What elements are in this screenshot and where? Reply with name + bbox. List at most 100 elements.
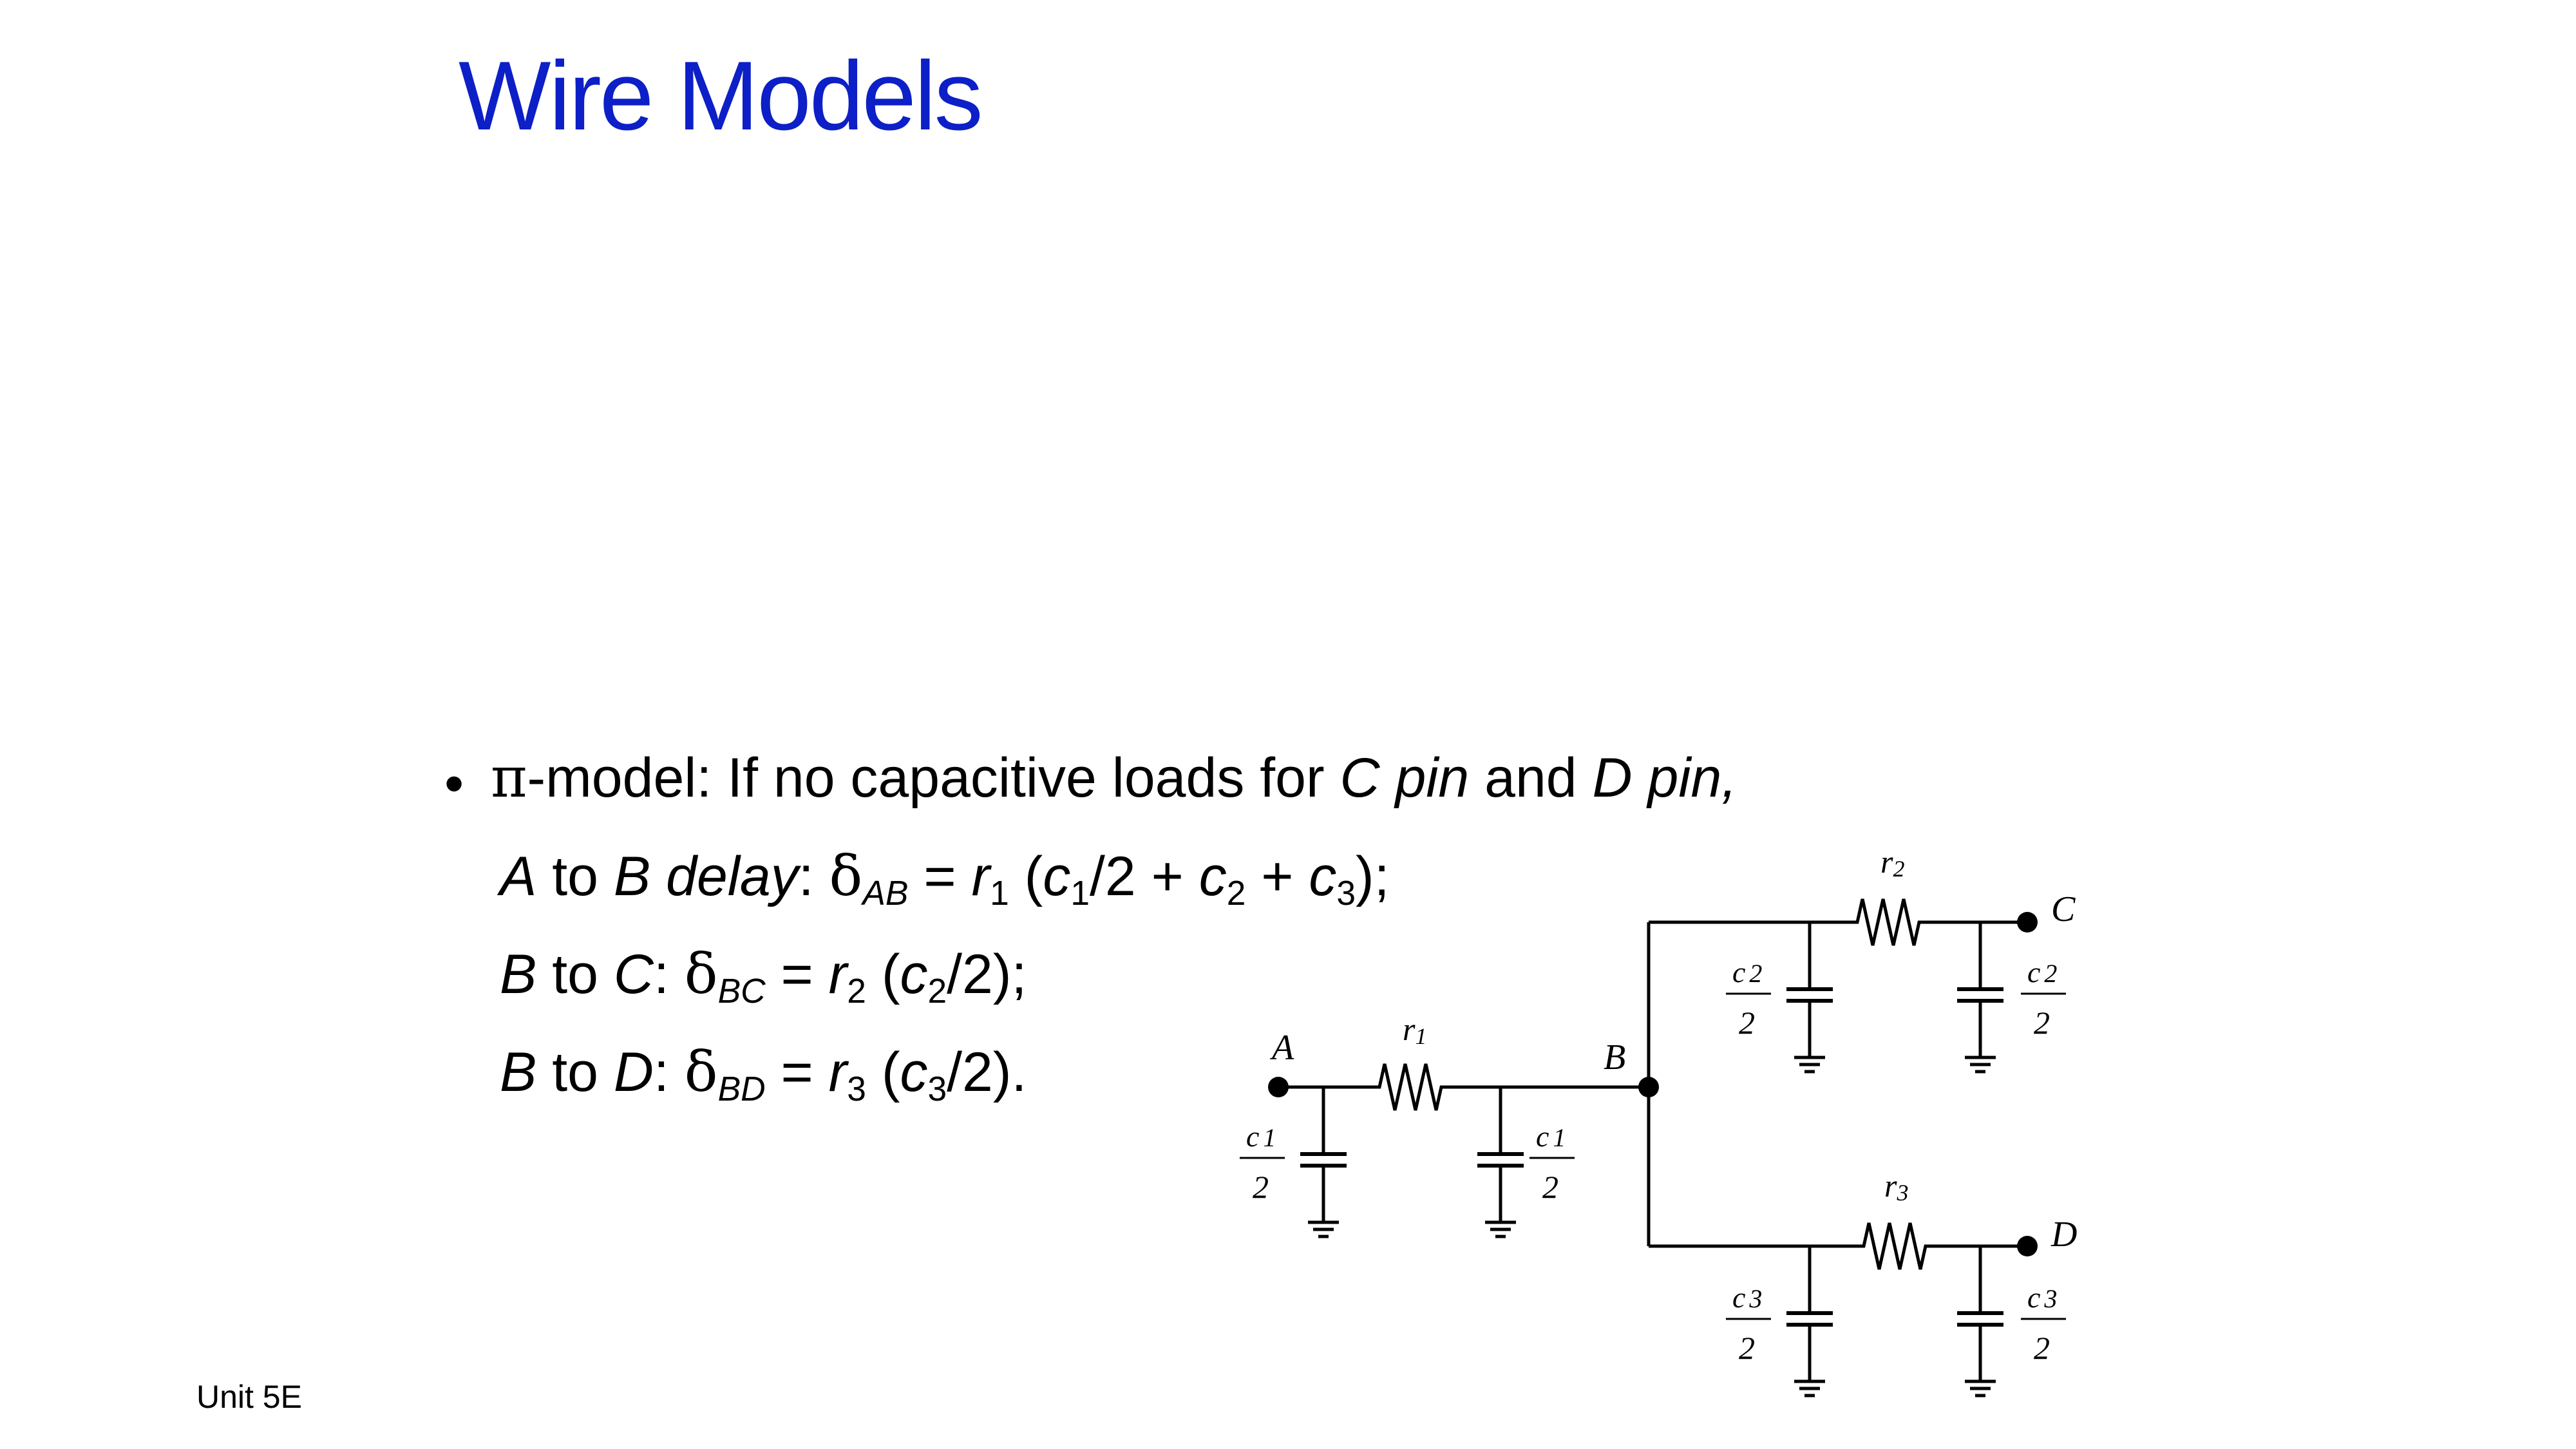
- node-d-label: D: [2050, 1215, 2077, 1255]
- svg-text:2: 2: [2034, 1005, 2050, 1041]
- c-var: c: [900, 943, 928, 1005]
- c-subscript: 2: [927, 972, 947, 1010]
- plus: +: [1245, 846, 1309, 907]
- equation-bd: B to D: δBD = r3 (c3/2).: [500, 1045, 1027, 1106]
- node-a-dot: [1268, 1077, 1289, 1097]
- slide-title: Wire Models: [459, 41, 983, 151]
- r-subscript: 1: [990, 874, 1009, 913]
- equals: =: [765, 1041, 829, 1103]
- svg-text:c2: c2: [2027, 956, 2057, 989]
- svg-text:c3: c3: [1732, 1281, 1762, 1314]
- paren-open: (: [866, 1041, 900, 1103]
- svg-text:c3: c3: [2027, 1281, 2057, 1314]
- r-subscript: 3: [847, 1070, 866, 1108]
- resistor-r1: [1370, 1064, 1450, 1110]
- node-d-text: D: [613, 1041, 654, 1103]
- resistor-r2: [1848, 899, 1928, 945]
- r-subscript: 2: [847, 972, 866, 1010]
- r1-label: r1: [1403, 1011, 1426, 1049]
- delta-symbol: δ: [829, 844, 863, 909]
- r-var: r: [828, 943, 848, 1005]
- svg-text:2: 2: [1253, 1169, 1269, 1205]
- node-c-text: C: [613, 943, 654, 1005]
- svg-text:c2: c2: [1732, 956, 1762, 989]
- to-text: to: [536, 1041, 614, 1103]
- colon: :: [654, 1041, 685, 1103]
- c2-subscript: 2: [1226, 874, 1246, 913]
- to-text: to: [536, 846, 614, 907]
- capacitor-c3-left: [1786, 1246, 1833, 1396]
- r2-label: r2: [1880, 844, 1904, 882]
- svg-text:c1: c1: [1536, 1120, 1566, 1153]
- colon: :: [654, 943, 685, 1005]
- delta-symbol: δ: [684, 942, 718, 1007]
- svg-text:2: 2: [1739, 1005, 1755, 1041]
- node-b-text: B: [500, 1041, 537, 1103]
- node-b-label: B: [1604, 1037, 1625, 1077]
- capacitor-c2-left: [1786, 922, 1833, 1072]
- capacitor-c2-right: [1957, 922, 2003, 1072]
- colon: :: [798, 846, 829, 907]
- delta-subscript: BD: [717, 1070, 766, 1108]
- paren-open: (: [1009, 846, 1043, 907]
- d-pin-label: D pin: [1592, 747, 1722, 809]
- b-delay-text: B delay: [613, 846, 799, 907]
- term-text: /2 +: [1089, 846, 1199, 907]
- r-var: r: [828, 1041, 848, 1103]
- svg-text:2: 2: [1739, 1330, 1755, 1366]
- slide-footer: Unit 5E: [196, 1379, 302, 1415]
- node-a-label: A: [1269, 1028, 1294, 1068]
- paren-close: /2).: [947, 1041, 1027, 1103]
- delta-symbol: δ: [684, 1040, 718, 1104]
- c1-var: c: [1043, 846, 1071, 907]
- node-d-dot: [2017, 1236, 2038, 1256]
- c-subscript: 3: [927, 1070, 947, 1108]
- bullet-line-pi-model: π-model: If no capacitive loads for C pi…: [491, 750, 1737, 806]
- line1-text1: -model: If no capacitive loads for: [527, 747, 1340, 809]
- delta-subscript: AB: [862, 874, 909, 913]
- svg-text:2: 2: [2034, 1330, 2050, 1366]
- svg-text:2: 2: [1542, 1169, 1558, 1205]
- wire-b-c: [1649, 899, 2027, 945]
- c2-var: c: [1198, 846, 1227, 907]
- c-pin-label: C pin: [1340, 747, 1470, 809]
- resistor-r3: [1855, 1223, 1935, 1269]
- equation-bc: B to C: δBC = r2 (c2/2);: [500, 947, 1027, 1009]
- pi-symbol: π: [491, 746, 527, 810]
- c-var: c: [900, 1041, 928, 1103]
- equation-ab: A to B delay: δAB = r1 (c1/2 + c2 + c3);: [500, 846, 1390, 911]
- bullet-marker: •: [444, 753, 464, 815]
- node-b-text: B: [500, 943, 537, 1005]
- paren-open: (: [866, 943, 900, 1005]
- c3-var: c: [1309, 846, 1337, 907]
- line1-text3: ,: [1721, 747, 1738, 809]
- paren-close: /2);: [947, 943, 1027, 1005]
- delta-subscript: BC: [717, 972, 766, 1010]
- equals: =: [765, 943, 829, 1005]
- r-var: r: [971, 846, 990, 907]
- r3-label: r3: [1884, 1168, 1908, 1206]
- node-c-dot: [2017, 912, 2038, 933]
- wire-b-d: [1649, 1223, 2027, 1269]
- capacitor-c1-left: [1300, 1087, 1347, 1236]
- node-a-text: A: [500, 846, 537, 907]
- capacitor-c3-right: [1957, 1246, 2003, 1396]
- equals: =: [908, 846, 972, 907]
- paren-close: );: [1356, 846, 1390, 907]
- c1-subscript: 1: [1070, 874, 1090, 913]
- to-text: to: [536, 943, 614, 1005]
- svg-text:c1: c1: [1246, 1120, 1276, 1153]
- line1-text2: and: [1469, 747, 1593, 809]
- capacitor-c1-right: [1477, 1087, 1524, 1236]
- c3-subscript: 3: [1336, 874, 1356, 913]
- wire-a-b: [1278, 1064, 1649, 1110]
- node-c-label: C: [2051, 889, 2076, 929]
